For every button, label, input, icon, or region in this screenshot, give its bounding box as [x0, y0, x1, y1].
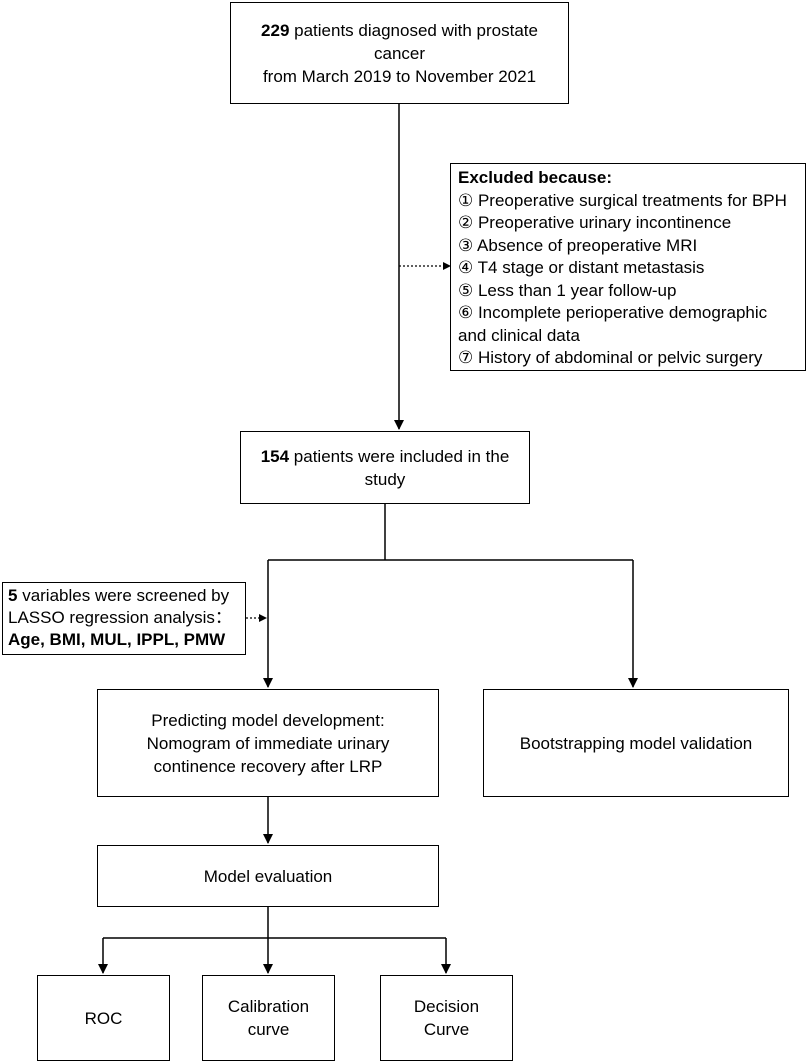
validation-label: Bootstrapping model validation — [519, 733, 753, 753]
start-count: 229 — [261, 20, 290, 40]
calibration-line2: curve — [247, 1020, 290, 1039]
model-validation-box: Bootstrapping model validation — [483, 689, 789, 797]
decision-label: Decision Curve — [413, 997, 480, 1039]
development-line2: Nomogram of immediate urinary — [146, 733, 390, 753]
start-text-line2: from March 2019 to November 2021 — [262, 66, 537, 86]
exclusion-box: Excluded because: ① Preoperative surgica… — [450, 163, 806, 371]
exclusion-title: Excluded because: — [458, 168, 613, 187]
exclusion-item: ③ Absence of preoperative MRI — [458, 235, 698, 255]
exclusion-item: and clinical data — [458, 325, 580, 345]
lasso-box: 5 variables were screened by LASSO regre… — [2, 582, 246, 655]
exclusion-item: ⑤ Less than 1 year follow-up — [458, 280, 677, 300]
included-count: 154 — [260, 446, 290, 466]
included-box: 154 patients were included in the study — [240, 431, 530, 504]
calibration-curve-box: Calibration curve — [202, 975, 335, 1061]
exclusion-item: ② Preoperative urinary incontinence — [458, 213, 732, 232]
lasso-variables: Age, BMI, MUL, IPPL, PMW — [8, 630, 226, 649]
evaluation-label: Model evaluation — [203, 866, 333, 886]
lasso-count: 5 — [8, 586, 18, 605]
roc-label: ROC — [84, 1008, 123, 1028]
development-line3: continence recovery after LRP — [153, 756, 383, 776]
lasso-text-line2: LASSO regression analysis： — [8, 608, 232, 627]
start-text-line1: patients diagnosed with prostate cancer — [289, 20, 538, 63]
roc-box: ROC — [37, 975, 170, 1061]
included-text: patients were included in the study — [289, 446, 510, 489]
exclusion-item: ① Preoperative surgical treatments for B… — [458, 190, 787, 210]
decision-curve-box: Decision Curve — [380, 975, 513, 1061]
model-evaluation-box: Model evaluation — [97, 845, 439, 907]
exclusion-item: ⑦ History of abdominal or pelvic surgery — [458, 348, 763, 367]
development-line1: Predicting model development: — [151, 710, 385, 730]
calibration-line1: Calibration — [227, 997, 310, 1016]
exclusion-item: ⑥ Incomplete perioperative demographic — [458, 303, 768, 322]
exclusion-item: ④ T4 stage or distant metastasis — [458, 258, 705, 277]
start-box: 229 patients diagnosed with prostate can… — [230, 2, 569, 104]
lasso-text-line1: variables were screened by — [17, 586, 230, 605]
model-development-box: Predicting model development: Nomogram o… — [97, 689, 439, 797]
